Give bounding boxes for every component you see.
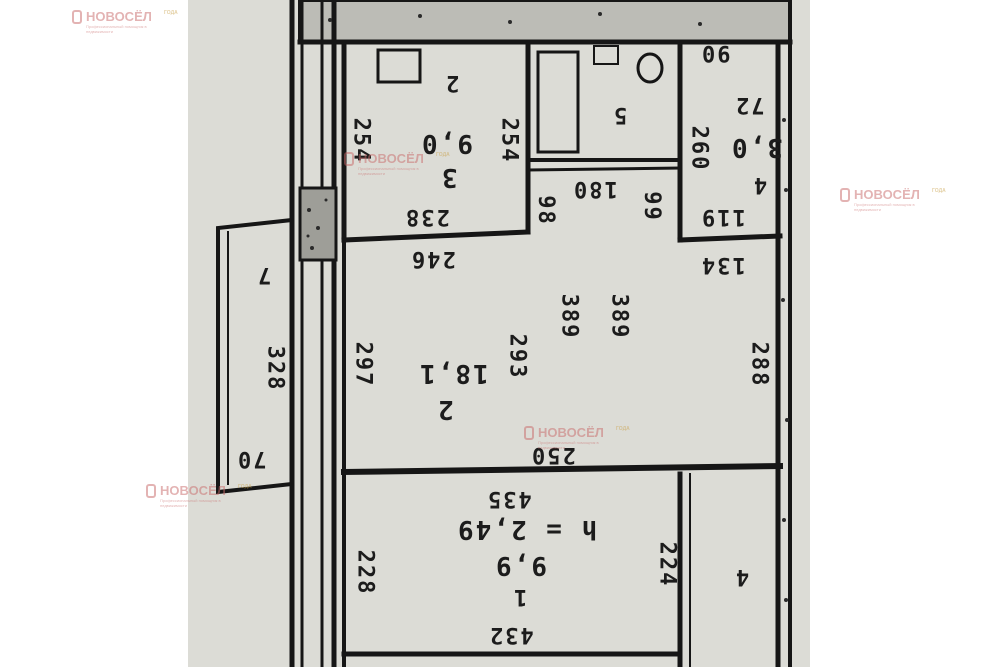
dim-label: 293	[504, 333, 530, 380]
dim-label: 389	[556, 293, 582, 340]
dim-label: 90	[700, 40, 731, 65]
dim-label: 389	[606, 293, 632, 340]
room-number-label: 4	[752, 172, 768, 197]
watermark-badge: ГОДА	[164, 10, 178, 16]
dim-label: 260	[686, 125, 712, 172]
dim-label: 134	[700, 252, 746, 277]
watermark: НОВОСЁЛ Профессиональный помощник в недв…	[72, 10, 178, 34]
ceiling-height-label: h = 2,49	[456, 514, 598, 544]
room-number-label: 1	[512, 584, 528, 609]
house-logo-icon	[524, 426, 534, 440]
room-number-label: 7	[256, 262, 272, 287]
watermark: НОВОСЁЛ Профессиональный помощник в недв…	[344, 152, 450, 176]
dim-label: 288	[746, 341, 772, 388]
watermark-tagline: Профессиональный помощник в недвижимости	[854, 202, 915, 212]
room-area-label: 9,9	[494, 550, 547, 580]
watermark-badge: ГОДА	[616, 426, 630, 432]
watermark-tagline: Профессиональный помощник в недвижимости	[160, 498, 221, 508]
dim-label: 432	[488, 622, 534, 647]
dim-label: 224	[654, 541, 680, 588]
room-number-label: 2	[436, 394, 454, 424]
watermark-tagline: Профессиональный помощник в недвижимости	[358, 166, 419, 176]
house-logo-icon	[146, 484, 156, 498]
watermark-badge: ГОДА	[238, 484, 252, 490]
house-logo-icon	[344, 152, 354, 166]
watermark: НОВОСЁЛ Профессиональный помощник в недв…	[524, 426, 630, 450]
dim-label: 70	[236, 446, 267, 471]
house-logo-icon	[840, 188, 850, 202]
watermark-brand: НОВОСЁЛ	[854, 187, 920, 202]
watermark-badge: ГОДА	[436, 152, 450, 158]
watermark-tagline: Профессиональный помощник в недвижимости	[538, 440, 599, 450]
house-logo-icon	[72, 10, 82, 24]
dim-label: 228	[352, 549, 378, 596]
dim-label: 297	[350, 341, 376, 388]
watermark-brand: НОВОСЁЛ	[538, 425, 604, 440]
dim-label: 2	[444, 70, 460, 95]
watermark: НОВОСЁЛ Профессиональный помощник в недв…	[840, 188, 946, 212]
dim-label: 180	[572, 176, 618, 201]
watermark-brand: НОВОСЁЛ	[160, 483, 226, 498]
room-area-label: 3,0	[730, 132, 783, 162]
dim-label: 246	[410, 246, 456, 271]
dim-label: 99	[638, 191, 664, 222]
room-number-label: 5	[612, 102, 628, 127]
dim-label: 435	[486, 486, 532, 511]
watermark-brand: НОВОСЁЛ	[358, 151, 424, 166]
dim-label: 254	[496, 117, 522, 164]
watermark-badge: ГОДА	[932, 188, 946, 194]
watermark-tagline: Профессиональный помощник в недвижимости	[86, 24, 147, 34]
room-area-label: 18,1	[418, 358, 489, 388]
watermark: НОВОСЁЛ Профессиональный помощник в недв…	[146, 484, 252, 508]
dim-label: 72	[734, 92, 765, 117]
room-number-label: 4	[734, 564, 750, 589]
dim-label: 328	[262, 345, 288, 392]
watermark-brand: НОВОСЁЛ	[86, 9, 152, 24]
dim-label: 119	[700, 204, 746, 229]
dim-label: 238	[404, 204, 450, 229]
dim-label: 98	[532, 195, 558, 226]
